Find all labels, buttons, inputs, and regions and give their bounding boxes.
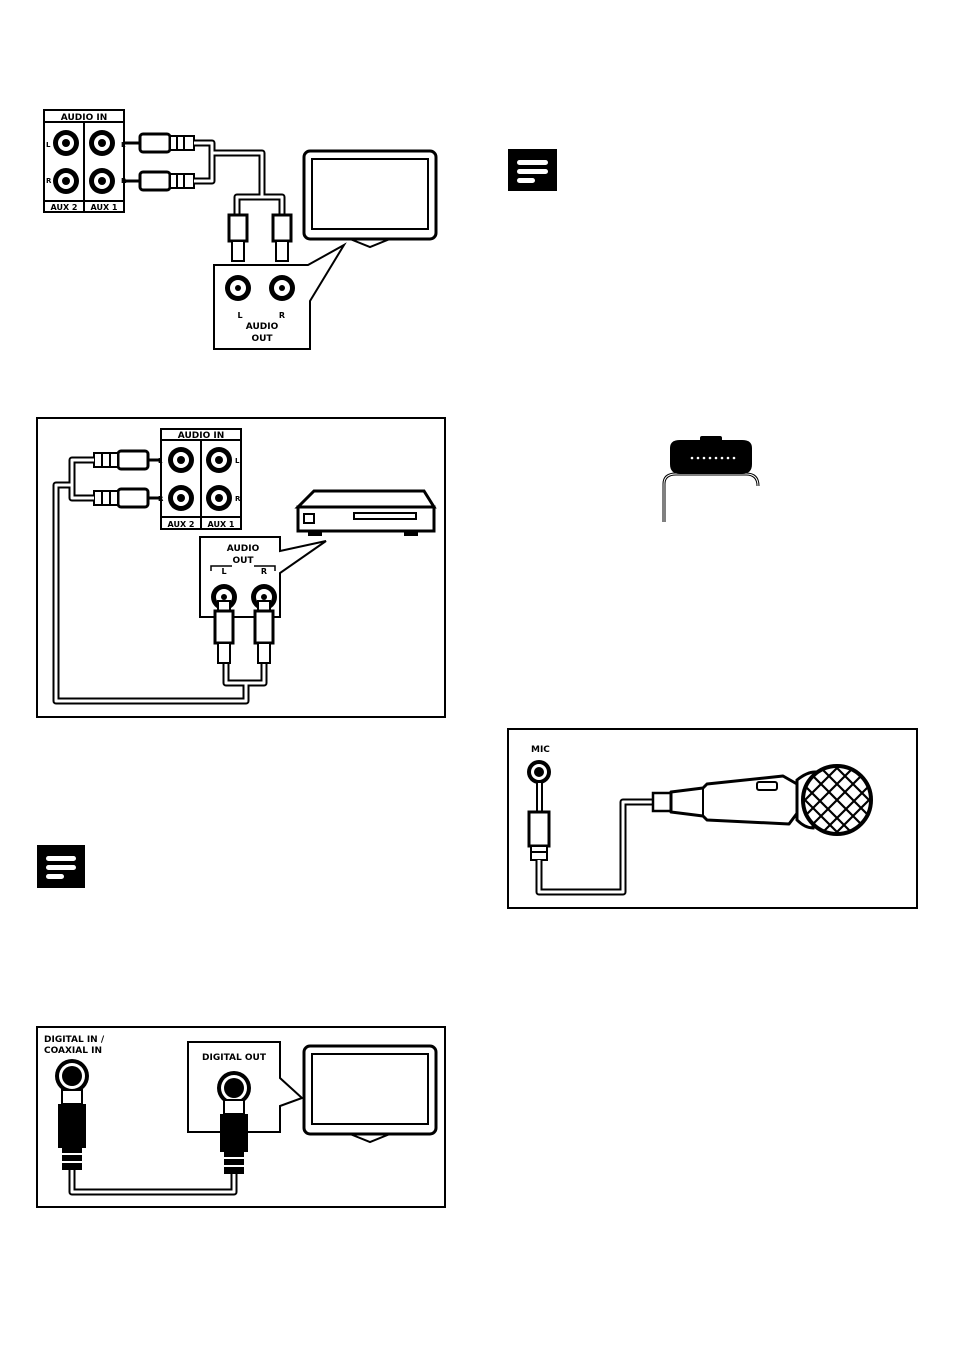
right-label: R (46, 177, 52, 185)
rca-plug (124, 134, 194, 152)
aux1-label: AUX 1 (91, 203, 118, 212)
rca-plug (124, 172, 194, 190)
rca-jack (269, 275, 295, 301)
left-label: L (221, 567, 226, 576)
figure-dock-connector (656, 434, 771, 526)
audio-label: AUDIO (227, 544, 260, 554)
rca-jack (168, 447, 194, 473)
mic-jack (527, 760, 551, 784)
rca-jack (53, 168, 79, 194)
out-label: OUT (251, 334, 273, 344)
coaxial-jack (55, 1059, 89, 1093)
rca-plug (215, 601, 233, 663)
mic-label: MIC (531, 745, 550, 755)
tv-icon (304, 151, 436, 247)
coaxial-in-label: COAXIAL IN (44, 1046, 102, 1056)
digital-in-label: DIGITAL IN / (44, 1035, 105, 1045)
audio-in-label: AUDIO IN (61, 113, 107, 123)
audio-label: AUDIO (246, 322, 279, 332)
aux2-label: AUX 2 (51, 203, 78, 212)
rca-jack (89, 130, 115, 156)
dvd-player-icon (298, 491, 434, 536)
rca-jack (225, 275, 251, 301)
right-label: R (235, 495, 241, 503)
rca-jack (53, 130, 79, 156)
right-label: R (279, 311, 285, 320)
note-icon (508, 149, 557, 191)
aux1-label: AUX 1 (208, 520, 235, 529)
audio-in-label: AUDIO IN (178, 431, 224, 441)
rca-plug (229, 215, 247, 261)
tv-icon (304, 1046, 436, 1142)
rca-plug (255, 601, 273, 663)
left-label: L (237, 311, 242, 320)
rca-jack (206, 485, 232, 511)
aux2-label: AUX 2 (168, 520, 195, 529)
figure-tv-audio-connection: AUDIO IN AUX 2 AUX 1 L R L R (40, 105, 445, 355)
figure-coaxial-connection: DIGITAL IN / COAXIAL IN DIGITAL OUT (36, 1026, 447, 1210)
note-icon (37, 845, 85, 888)
dock-connector-icon (670, 436, 752, 474)
right-label: R (261, 567, 267, 576)
rca-jack (168, 485, 194, 511)
coaxial-plug (58, 1090, 86, 1170)
rca-jack (206, 447, 232, 473)
figure-device-audio-connection: AUDIO IN AUX 2 AUX 1 L R L R (36, 417, 447, 720)
out-label: OUT (232, 556, 254, 566)
coaxial-plug (220, 1100, 248, 1174)
figure-microphone-connection: MIC (507, 728, 919, 911)
dock-cable (664, 474, 758, 522)
rca-plug (273, 215, 291, 261)
rca-jack (89, 168, 115, 194)
left-label: L (235, 457, 240, 465)
left-label: L (46, 141, 51, 149)
digital-out-label: DIGITAL OUT (202, 1053, 267, 1063)
